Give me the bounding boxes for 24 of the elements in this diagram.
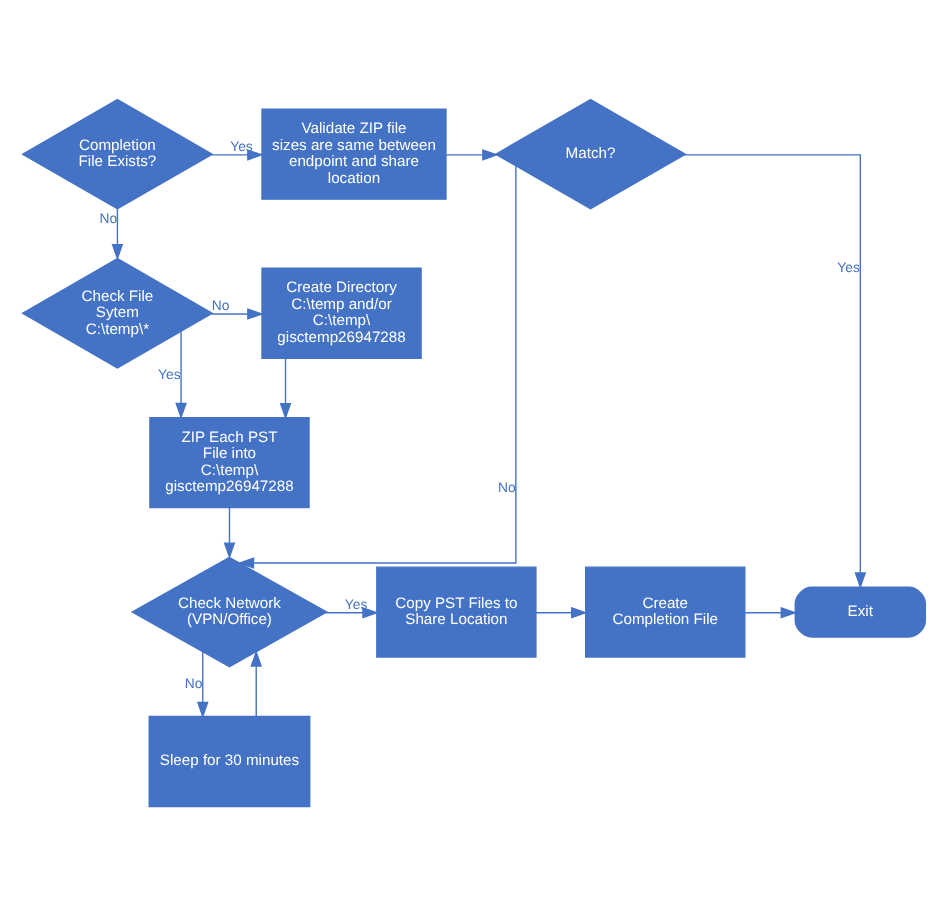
arrow [535,606,588,619]
arrow [196,651,209,719]
node-box: Copy PST Files to Share Location [376,566,537,658]
arrow [445,149,499,161]
arrow [744,606,798,619]
node-box: ZIP Each PST File into C:\temp\ gisctemp26947288 [149,417,310,509]
arrow [325,606,379,619]
node-box: Create Directory C:\temp and/or C:\temp\ gisctemp26947288 [261,267,422,359]
arrow [210,308,264,320]
node-box: Create Completion File [585,566,746,658]
arrow [111,208,124,261]
arrow [223,507,236,560]
node-diamond: Match? [494,98,687,210]
node-diamond: Check File Sytem C:\temp\* [21,257,214,369]
arrow [237,165,517,569]
node-box: Sleep for 30 minutes [148,715,311,808]
arrow [210,149,264,161]
arrow [250,650,263,717]
node-box: Validate ZIP file sizes are same between endpoint and share location [261,108,447,200]
arrow [279,357,292,420]
arrow [175,330,187,420]
node-box: Exit [794,586,927,638]
node-diamond: Completion File Exists? [21,98,214,210]
arrow [683,154,867,589]
